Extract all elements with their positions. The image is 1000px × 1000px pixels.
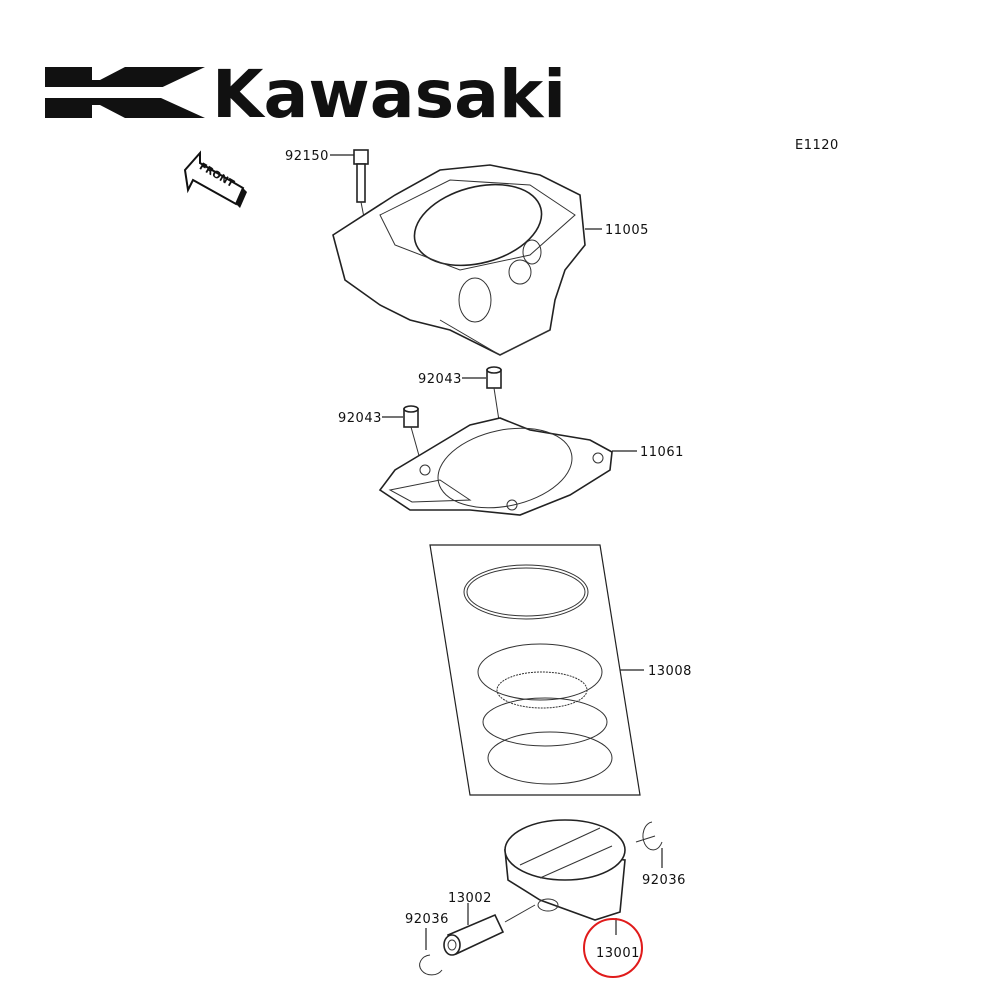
part-label-92043-b[interactable]: 92043 (338, 411, 382, 426)
part-label-11061[interactable]: 11061 (640, 445, 684, 460)
circlip-92036-left[interactable]: 92036 (405, 912, 449, 976)
part-label-92043-a[interactable]: 92043 (418, 372, 462, 387)
kawasaki-logo: Kawasaki (45, 56, 566, 133)
cylinder-11005[interactable]: 11005 (332, 164, 649, 356)
highlight-circle (583, 918, 643, 978)
dowel-pin-92043-left[interactable]: 92043 (338, 405, 424, 471)
part-label-92150[interactable]: 92150 (285, 149, 329, 164)
circlip-92036-right[interactable]: 92036 (635, 821, 686, 888)
part-label-92036-b[interactable]: 92036 (405, 912, 449, 927)
piston-ring-set-13008[interactable]: 13008 (429, 544, 692, 796)
front-arrow-icon: FRONT (183, 150, 247, 208)
part-label-13002[interactable]: 13002 (448, 891, 492, 906)
piston-pin-13002[interactable]: 13002 (443, 891, 536, 956)
piston-13001[interactable]: 13001 (504, 819, 643, 978)
part-label-11005[interactable]: 11005 (605, 223, 649, 238)
part-label-13001[interactable]: 13001 (596, 946, 640, 961)
part-label-92036-a[interactable]: 92036 (642, 873, 686, 888)
gasket-11061[interactable]: 11061 (378, 417, 684, 520)
brand-name: Kawasaki (212, 56, 566, 133)
part-label-13008[interactable]: 13008 (648, 664, 692, 679)
diagram-code: E1120 (795, 138, 839, 153)
